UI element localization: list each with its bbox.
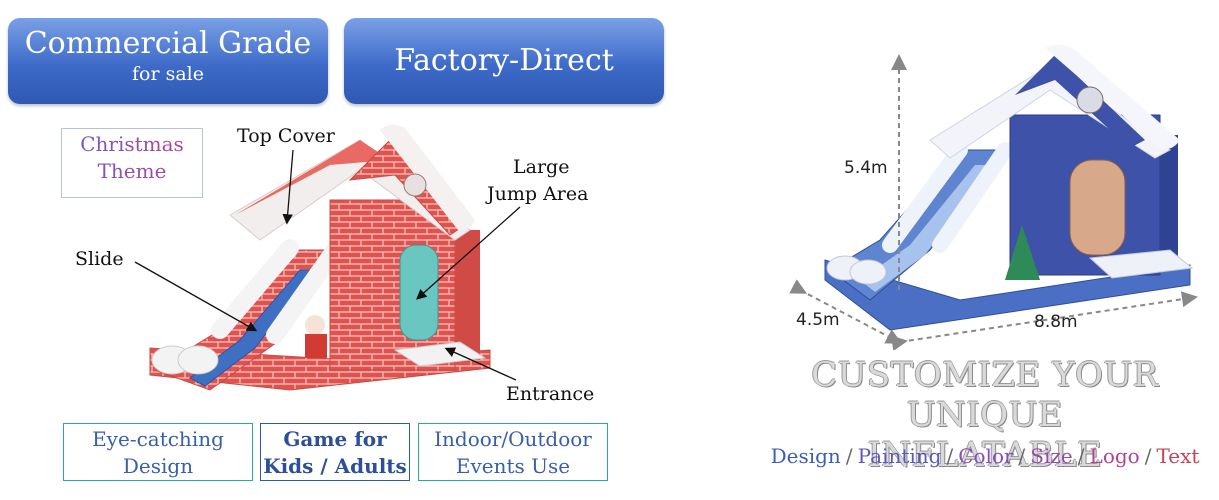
- option-size: Size: [1030, 444, 1073, 468]
- option-text: Text: [1156, 444, 1200, 468]
- theme-line-2: Theme: [62, 158, 202, 185]
- feature-eye-catching: Eye-catching Design: [63, 423, 253, 481]
- option-separator: /: [1018, 444, 1026, 468]
- factory-direct-badge: Factory-Direct: [344, 18, 664, 104]
- length-dimension-label: 8.8m: [1034, 312, 1078, 332]
- customize-line-1: CUSTOMIZE YOUR UNIQUE: [811, 355, 1159, 435]
- option-separator: /: [845, 444, 853, 468]
- feature-line-1: Eye-catching: [92, 427, 224, 451]
- commercial-grade-badge: Commercial Grade for sale: [8, 18, 328, 104]
- entrance-arrow: [444, 347, 517, 381]
- option-separator: /: [1144, 444, 1152, 468]
- depth-dimension-label: 4.5m: [796, 310, 840, 330]
- feature-line-1: Game for: [283, 427, 387, 451]
- jump-area-arrow: [416, 206, 521, 300]
- option-painting: Painting: [857, 444, 942, 468]
- dimension-arrows: [789, 54, 1198, 350]
- option-separator: /: [1077, 444, 1085, 468]
- option-separator: /: [946, 444, 954, 468]
- feature-game-for-kids: Game for Kids / Adults: [260, 423, 410, 481]
- feature-line-1: Indoor/Outdoor: [434, 427, 592, 451]
- top-cover-label: Top Cover: [237, 125, 335, 147]
- height-dimension-label: 5.4m: [844, 158, 888, 178]
- jump-area-label: Jump Area: [487, 183, 589, 205]
- customize-line-2: INFLATABLE: [867, 435, 1103, 475]
- top-cover-arrow: [282, 149, 294, 225]
- feature-line-2: Kids / Adults: [263, 454, 407, 478]
- christmas-theme-box: Christmas Theme: [61, 128, 203, 198]
- feature-line-2: Events Use: [455, 454, 571, 478]
- length-dimension-line: [890, 291, 1198, 350]
- feature-indoor-outdoor: Indoor/Outdoor Events Use: [418, 423, 608, 481]
- slide-arrow: [134, 261, 258, 332]
- customize-heading: CUSTOMIZE YOUR UNIQUE INFLATABLE: [740, 355, 1219, 475]
- entrance-label: Entrance: [506, 383, 595, 405]
- option-color: Color: [958, 444, 1014, 468]
- for-sale-subtitle: for sale: [132, 63, 204, 85]
- commercial-grade-title: Commercial Grade: [24, 26, 312, 61]
- feature-line-2: Design: [122, 454, 194, 478]
- theme-line-1: Christmas: [62, 131, 202, 158]
- callout-arrows: [134, 149, 521, 381]
- large-label-line1: Large: [513, 156, 570, 178]
- option-logo: Logo: [1089, 444, 1140, 468]
- customization-options: Design/Painting/Color/Size/Logo/Text: [740, 444, 1219, 468]
- slide-label: Slide: [75, 248, 124, 270]
- option-design: Design: [770, 444, 841, 468]
- factory-direct-label: Factory-Direct: [394, 43, 614, 78]
